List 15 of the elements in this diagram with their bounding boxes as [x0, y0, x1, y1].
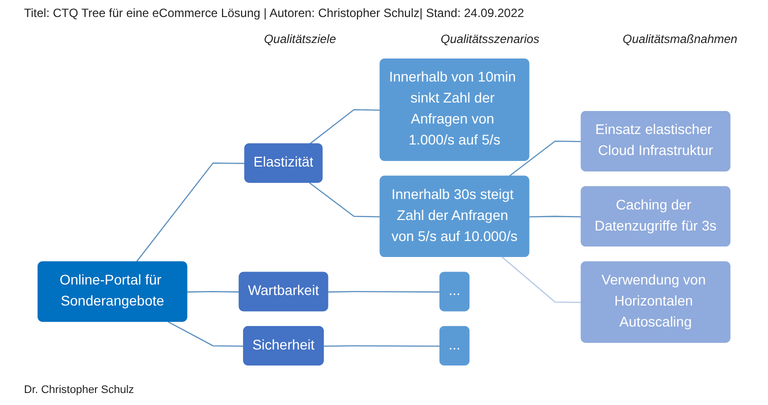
column-heading: Qualitätsszenarios: [440, 32, 540, 46]
connector: [308, 182, 381, 218]
connector: [168, 321, 244, 347]
connector: [308, 109, 381, 145]
connector: [328, 291, 440, 293]
column-heading: Qualitätsmaßnahmen: [622, 32, 738, 46]
connector: [508, 140, 582, 178]
connector: [529, 216, 582, 218]
connector: [502, 256, 582, 304]
title: Titel: CTQ Tree für eine eCommerce Lösung | Autoren: Christopher Schulz| Stand: 24.09.2022: [24, 6, 524, 20]
connector: [324, 345, 440, 347]
caption: Dr. Christopher Schulz: [24, 384, 134, 396]
connector: [136, 162, 246, 263]
connector: [187, 291, 240, 293]
column-heading: Qualitätsziele: [264, 32, 336, 46]
